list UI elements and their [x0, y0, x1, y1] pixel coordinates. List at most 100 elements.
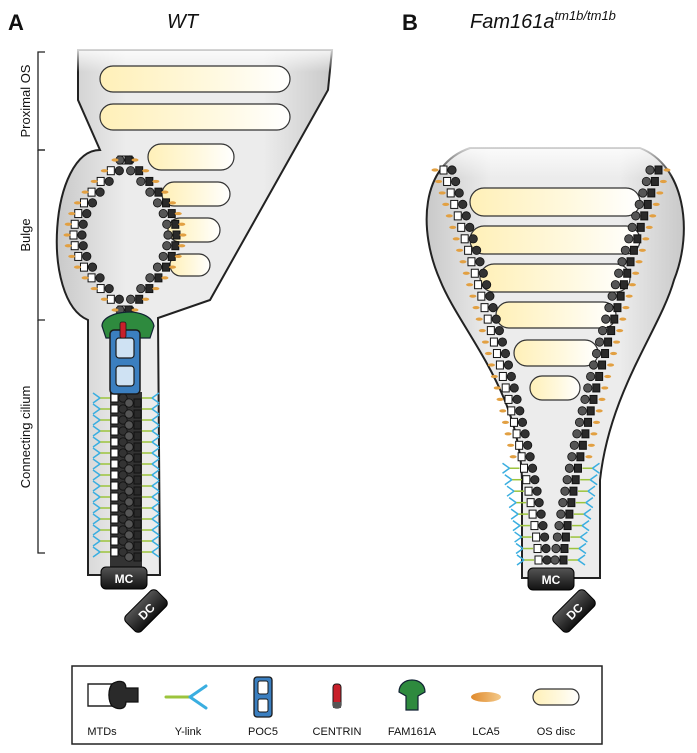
mtd-tooth	[133, 519, 142, 529]
mtd-head	[627, 222, 637, 232]
lca5-dot	[598, 397, 606, 402]
mtd-head	[538, 520, 548, 531]
lca5-dot	[610, 351, 618, 356]
lca5-dot	[507, 443, 515, 447]
lca5-dot	[462, 271, 470, 275]
mtd-tooth	[460, 234, 469, 244]
mtd-head	[471, 245, 482, 255]
y-link-arm	[151, 452, 160, 459]
mutant-mc-plate: MC	[527, 567, 575, 591]
mtd-head	[541, 543, 551, 554]
mtd-tooth	[171, 219, 180, 229]
os-disc	[495, 301, 617, 329]
mtd-tooth	[528, 509, 537, 519]
lca5-dot	[100, 297, 108, 301]
mtd-head	[77, 230, 87, 240]
mtd-tooth	[533, 544, 542, 554]
mtd-head	[497, 337, 508, 347]
lca5-dot	[652, 202, 660, 207]
mtd-tooth	[647, 188, 656, 198]
mtd-tooth	[561, 532, 570, 542]
mtd-tooth	[604, 337, 613, 347]
centrin-marker	[119, 321, 127, 339]
y-link-arm	[92, 540, 101, 547]
lca5-dot	[475, 317, 483, 321]
mtd-head	[542, 555, 552, 565]
y-link-arm	[506, 485, 515, 492]
y-link-arm	[151, 469, 160, 476]
y-link-arm	[515, 542, 524, 550]
lca5-dot	[601, 386, 609, 390]
lca5-dot	[438, 191, 446, 195]
lca5-dot	[493, 386, 501, 390]
mtd-tooth	[563, 521, 572, 531]
mtd-head	[104, 283, 114, 294]
mtd-head	[515, 406, 525, 416]
mtd-head	[152, 262, 163, 272]
region-label-connecting-cilium: Connecting cilium	[18, 386, 33, 489]
region-brackets	[37, 51, 45, 554]
mtd-head	[454, 188, 464, 198]
mtd-head	[536, 509, 546, 519]
y-link-arm	[592, 462, 600, 469]
y-link-arm	[151, 513, 160, 520]
mtd-tooth	[135, 294, 144, 304]
legend: MTDs Y-link POC5 CENTRIN FAM161A LCA5	[71, 665, 603, 745]
y-link-arm	[92, 425, 101, 432]
y-link-arm	[578, 547, 587, 555]
mtd-tooth	[172, 230, 181, 240]
mtd-head	[491, 314, 501, 324]
mtd-head	[610, 280, 621, 290]
y-link-arm	[151, 485, 160, 492]
mtd-head	[556, 509, 566, 519]
mtd-tooth	[110, 503, 119, 513]
mtd-tooth	[110, 481, 119, 491]
y-link-arm	[578, 542, 587, 550]
os-disc	[469, 225, 641, 255]
mtd-tooth	[110, 393, 119, 403]
mtd-tooth	[69, 230, 78, 240]
mtd-head	[634, 199, 644, 210]
mtd-tooth	[470, 268, 479, 278]
y-link-arm	[151, 419, 160, 426]
mtd-head	[136, 283, 146, 294]
mtd-head	[87, 198, 98, 208]
mtd-tooth	[446, 188, 455, 198]
y-link-arm	[151, 392, 160, 399]
lca5-dot	[466, 283, 474, 287]
panel-b-title: Fam161atm1b/tm1b	[470, 8, 616, 33]
mtd-head	[562, 475, 572, 485]
lca5-dot	[152, 286, 160, 291]
mtd-tooth	[610, 314, 619, 324]
mtd-tooth	[110, 536, 119, 546]
lca5-icon	[471, 692, 501, 702]
y-link-arm	[589, 479, 598, 486]
legend-label-fam161a: FAM161A	[388, 726, 437, 738]
mtd-tooth	[171, 241, 180, 251]
mtd-head	[520, 429, 530, 439]
y-link-arm	[151, 441, 160, 448]
mtd-head	[124, 541, 134, 551]
y-link-arm	[510, 508, 519, 515]
mtd-head	[158, 251, 168, 262]
y-link-arm	[92, 452, 101, 459]
y-link-arm	[514, 531, 523, 538]
mtd-tooth	[110, 437, 119, 447]
mtd-head	[124, 453, 134, 463]
mtd-tooth	[135, 166, 144, 176]
lca5-dot	[504, 432, 512, 436]
y-link-arm	[587, 485, 596, 492]
y-link-arm	[151, 403, 160, 410]
y-link-arm	[92, 447, 101, 454]
lca5-dot	[509, 455, 517, 459]
mtd-tooth	[559, 555, 568, 565]
mtd-tooth	[167, 251, 176, 261]
os-disc-icon	[532, 688, 580, 706]
y-link-arm	[92, 496, 101, 503]
mtd-tooth	[162, 262, 171, 272]
mtd-head	[145, 273, 155, 283]
mtd-tooth	[96, 284, 105, 294]
mtd-head	[124, 486, 134, 496]
mtd-head	[124, 552, 134, 562]
mtd-head	[586, 371, 596, 382]
